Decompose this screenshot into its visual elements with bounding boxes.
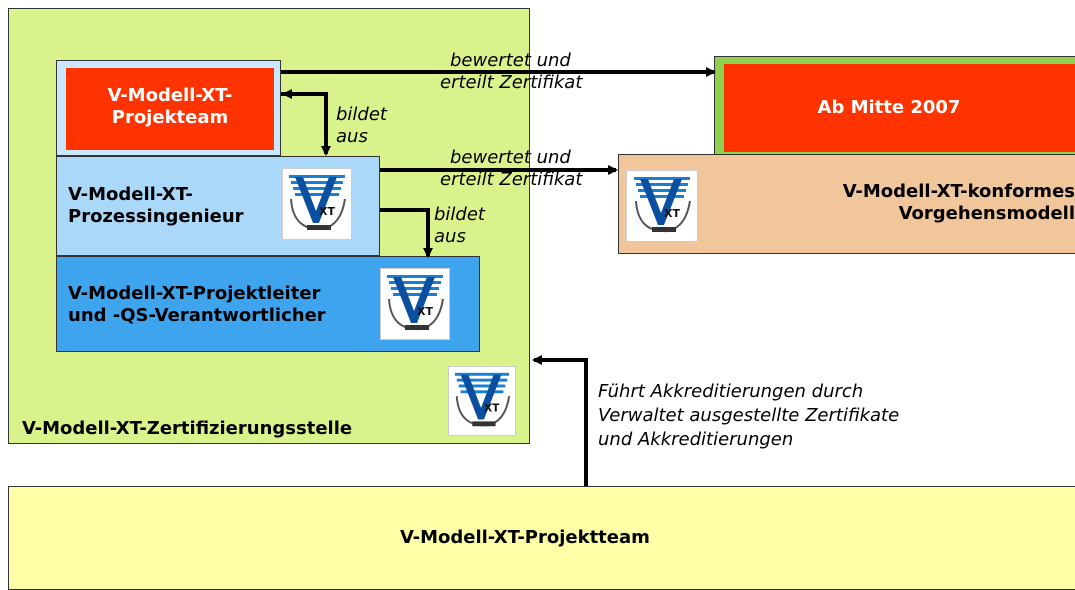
edge-label-accredit: Führt Akkreditierungen durch Verwaltet a… — [598, 380, 899, 452]
edge-label-accredit-line3: und Akkreditierungen — [598, 429, 794, 450]
process-engineer-label: V-Modell-XT- Prozessingenieur — [68, 184, 244, 228]
process-engineer-label-line1: V-Modell-XT- — [68, 184, 193, 205]
arrow-train-1 — [281, 92, 331, 156]
edge-label-certify-top: bewertet und erteilt Zertifikat — [440, 50, 582, 94]
edge-label-train-1-line1: bildet — [336, 104, 387, 125]
process-engineer-label-line2: Prozessingenieur — [68, 206, 244, 227]
project-team-inner-label-line2: Projekteam — [111, 107, 229, 128]
project-team-inner-label: V-Modell-XT- Projekteam — [66, 85, 274, 129]
edge-label-train-1: bildet aus — [336, 104, 387, 148]
certified-logo-icon: XT — [448, 366, 516, 436]
project-team-inner-label-line1: V-Modell-XT- — [107, 85, 233, 106]
project-manager-label-line2: und -QS-Verantwortlicher — [68, 305, 326, 326]
project-team-inner-box — [66, 68, 274, 150]
arrow-accredit — [532, 355, 588, 486]
certified-logo-icon: XT — [380, 268, 450, 340]
bottom-team-label: V-Modell-XT-Projektteam — [400, 527, 650, 548]
edge-label-train-2-line1: bildet — [434, 204, 485, 225]
certified-logo-icon: XT — [282, 168, 352, 240]
certification-body-label: V-Modell-XT-Zertifizierungsstelle — [22, 418, 353, 439]
conform-model-label: V-Modell-XT-konformes Vorgehensmodell — [700, 181, 1075, 225]
edge-label-train-1-line2: aus — [336, 126, 368, 147]
edge-label-certify-mid-line2: erteilt Zertifikat — [440, 169, 583, 190]
edge-label-accredit-line1: Führt Akkreditierungen durch — [598, 381, 864, 402]
arrow-train-2 — [380, 208, 433, 258]
conform-model-label-line2: Vorgehensmodell — [898, 203, 1075, 224]
arrow-train-1-back — [282, 89, 328, 116]
edge-label-certify-mid: bewertet und erteilt Zertifikat — [440, 147, 582, 191]
svg-text:XT: XT — [319, 205, 335, 218]
project-manager-label: V-Modell-XT-Projektleiter und -QS-Verant… — [68, 283, 326, 327]
edge-label-certify-top-line1: bewertet und — [450, 50, 571, 71]
certified-logo-icon: XT — [626, 170, 698, 242]
edge-label-certify-top-line2: erteilt Zertifikat — [440, 72, 583, 93]
svg-text:XT: XT — [664, 207, 680, 220]
conform-model-label-line1: V-Modell-XT-konformes — [842, 181, 1075, 202]
svg-text:XT: XT — [484, 402, 500, 415]
edge-label-accredit-line2: Verwaltet ausgestellte Zertifikate — [598, 405, 900, 426]
svg-text:XT: XT — [417, 305, 433, 318]
edge-label-certify-mid-line1: bewertet und — [450, 147, 571, 168]
edge-label-train-2-line2: aus — [434, 226, 466, 247]
bottom-team-box — [8, 486, 1075, 590]
edge-label-train-2: bildet aus — [434, 204, 485, 248]
future-box-label: Ab Mitte 2007 — [817, 97, 961, 118]
future-box — [724, 64, 1075, 152]
project-manager-label-line1: V-Modell-XT-Projektleiter — [68, 283, 321, 304]
